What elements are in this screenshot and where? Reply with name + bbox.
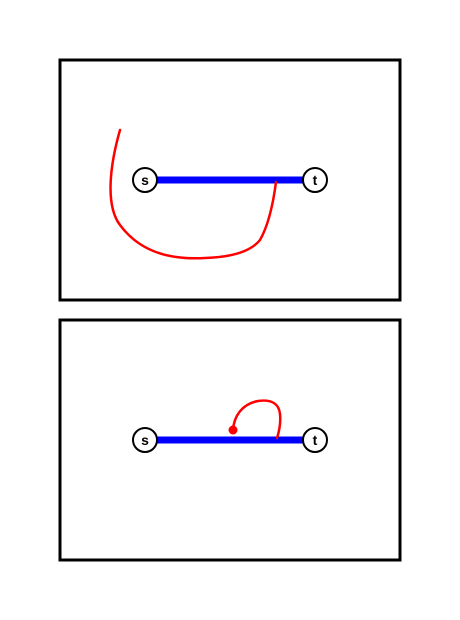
panel-1-node-s (132, 167, 158, 193)
panel-1-node-s-label: s (141, 172, 149, 188)
panel-1-node-t (302, 167, 328, 193)
panel-2-red-endpoint-dot (228, 425, 238, 435)
panel-2-node-t (302, 427, 328, 453)
panel-2-node-s-label: s (141, 432, 149, 448)
panel-2-frame (58, 318, 402, 562)
panel-1: s t (58, 58, 402, 302)
panel-1-node-t-label: t (313, 172, 318, 188)
panel-1-red-curve (109, 128, 278, 260)
panel-2-node-t-label: t (313, 432, 318, 448)
panel-2-red-loop (231, 399, 282, 440)
panel-1-frame (58, 58, 402, 302)
panel-2: s t (58, 318, 402, 562)
panel-2-node-s (132, 427, 158, 453)
